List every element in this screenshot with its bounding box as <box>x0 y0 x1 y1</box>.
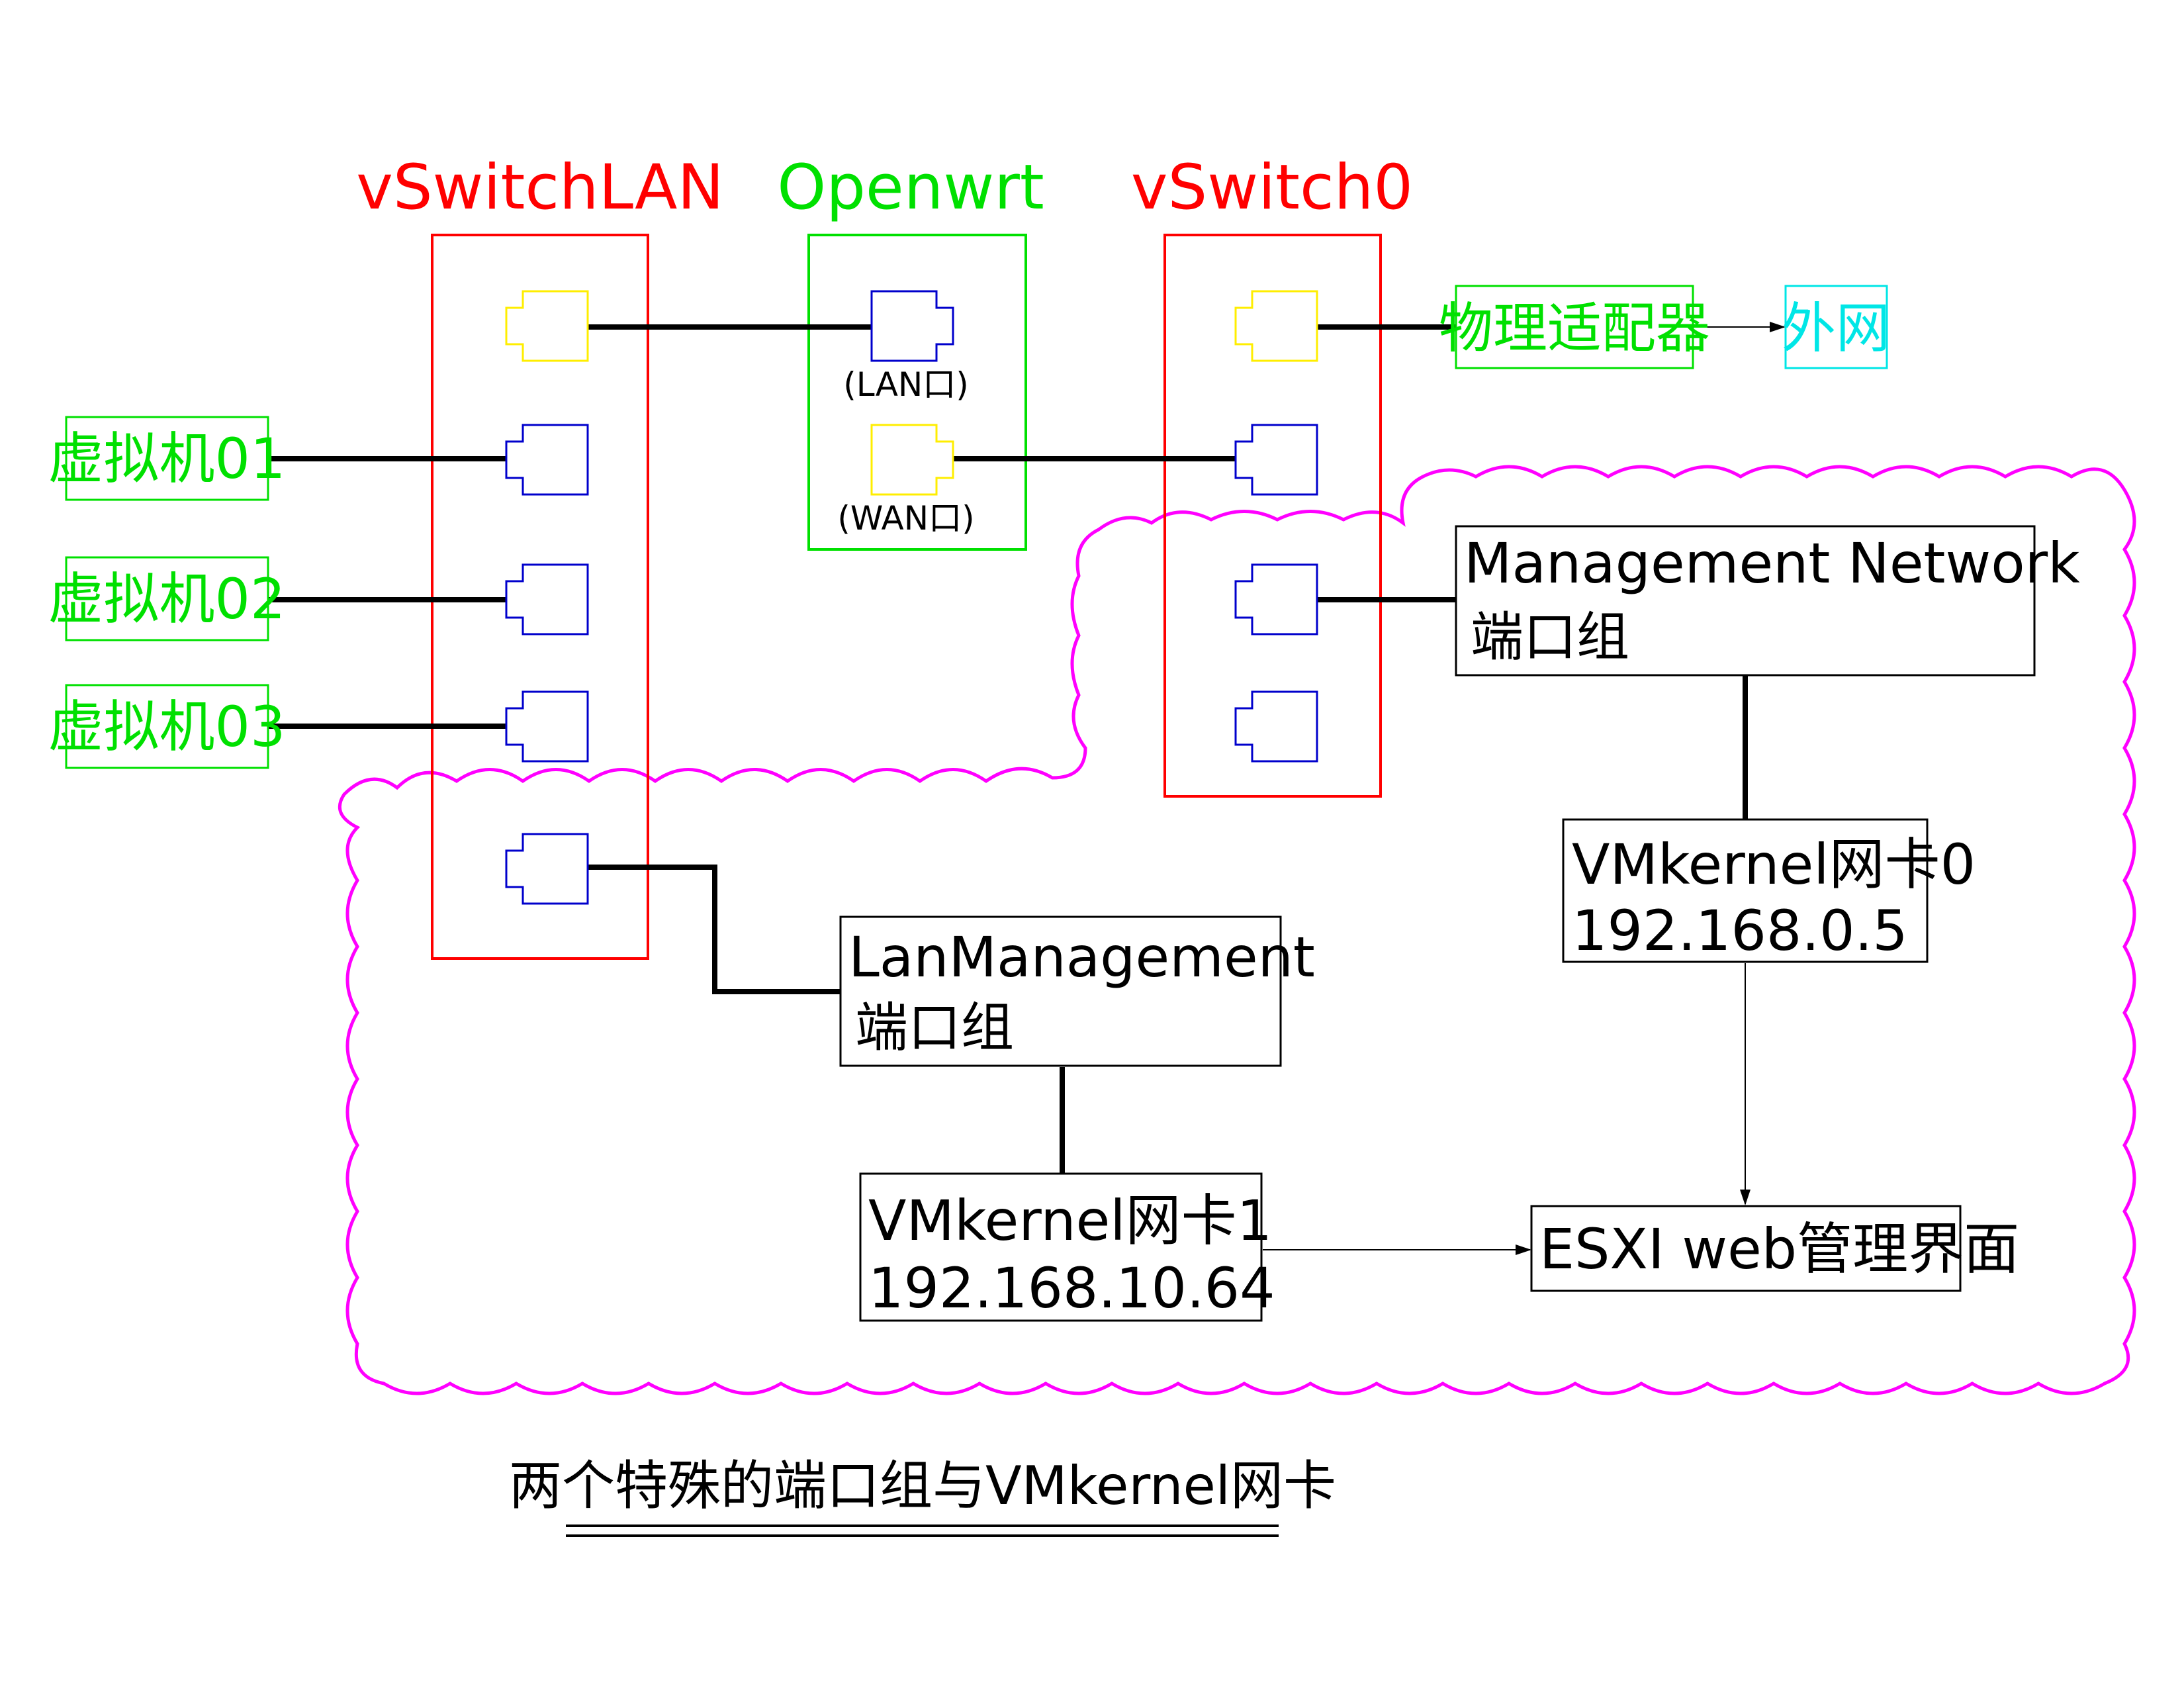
vswitch0-port-mgmt-icon <box>1234 563 1318 635</box>
management-network-line1: Management Network <box>1464 531 2080 596</box>
vm-02-box: 虚拟机02 <box>48 556 286 641</box>
management-network-box: Management Network 端口组 <box>1455 525 2080 677</box>
vmkernel1-line1: VMkernel网卡1 <box>868 1188 1272 1253</box>
vswitchlan-port-vm01-icon <box>505 424 589 496</box>
openwrt-wan-port-label: (WAN口) <box>837 499 974 538</box>
external-network-box: 外网 <box>1782 285 1890 369</box>
vswitchlan-port-vm02-icon <box>505 563 589 635</box>
vmkernel1-box: VMkernel网卡1 192.168.10.64 <box>859 1172 1275 1322</box>
lan-management-box: LanManagement 端口组 <box>839 915 1315 1067</box>
vmkernel0-box: VMkernel网卡0 192.168.0.5 <box>1562 818 1976 963</box>
vmkernel1-line2: 192.168.10.64 <box>868 1256 1275 1321</box>
openwrt-lan-port-label: (LAN口) <box>843 365 969 404</box>
openwrt-frame <box>807 234 1027 551</box>
openwrt-wan-port-icon <box>870 424 954 496</box>
vswitchlan-frame <box>431 234 649 960</box>
management-network-line2: 端口组 <box>1471 606 1629 668</box>
vswitch0-frame <box>1163 234 1382 798</box>
vswitch0-uplink-port-icon <box>1234 290 1318 362</box>
vswitch0-port-spare-icon <box>1234 690 1318 763</box>
vswitchlan-port-mgmt-icon <box>505 833 589 905</box>
vm-03-box: 虚拟机03 <box>48 684 286 769</box>
vswitchlan-title: vSwitchLAN <box>356 152 724 224</box>
lan-management-line2: 端口组 <box>855 997 1014 1058</box>
external-network-label: 外网 <box>1782 297 1890 360</box>
vm-03-label: 虚拟机03 <box>48 694 286 759</box>
openwrt-title: Openwrt <box>777 152 1044 224</box>
physical-adapter-box: 物理适配器 <box>1439 285 1710 369</box>
management-cloud <box>338 465 2136 1395</box>
vm-02-label: 虚拟机02 <box>48 567 286 632</box>
caption: 两个特殊的端口组与VMkernel网卡 <box>509 1455 1336 1517</box>
vswitch0-port-openwrt-icon <box>1234 424 1318 496</box>
physical-adapter-label: 物理适配器 <box>1439 297 1710 360</box>
vswitch0-title: vSwitch0 <box>1131 152 1413 224</box>
vmkernel0-line2: 192.168.0.5 <box>1572 898 1908 963</box>
lan-management-line1: LanManagement <box>848 925 1315 990</box>
vmkernel0-line1: VMkernel网卡0 <box>1572 832 1976 897</box>
vswitchlan-port-vm03-icon <box>505 690 589 763</box>
vm-01-label: 虚拟机01 <box>48 426 286 491</box>
link-lan-mgmt-port-to-lanmanagement <box>588 865 841 994</box>
openwrt-lan-port-icon <box>870 290 954 362</box>
vswitchlan-uplink-port-icon <box>505 290 589 362</box>
esxi-web-label: ESXI web管理界面 <box>1539 1217 2019 1282</box>
esxi-web-box: ESXI web管理界面 <box>1530 1205 2019 1292</box>
vm-01-box: 虚拟机01 <box>48 416 286 501</box>
